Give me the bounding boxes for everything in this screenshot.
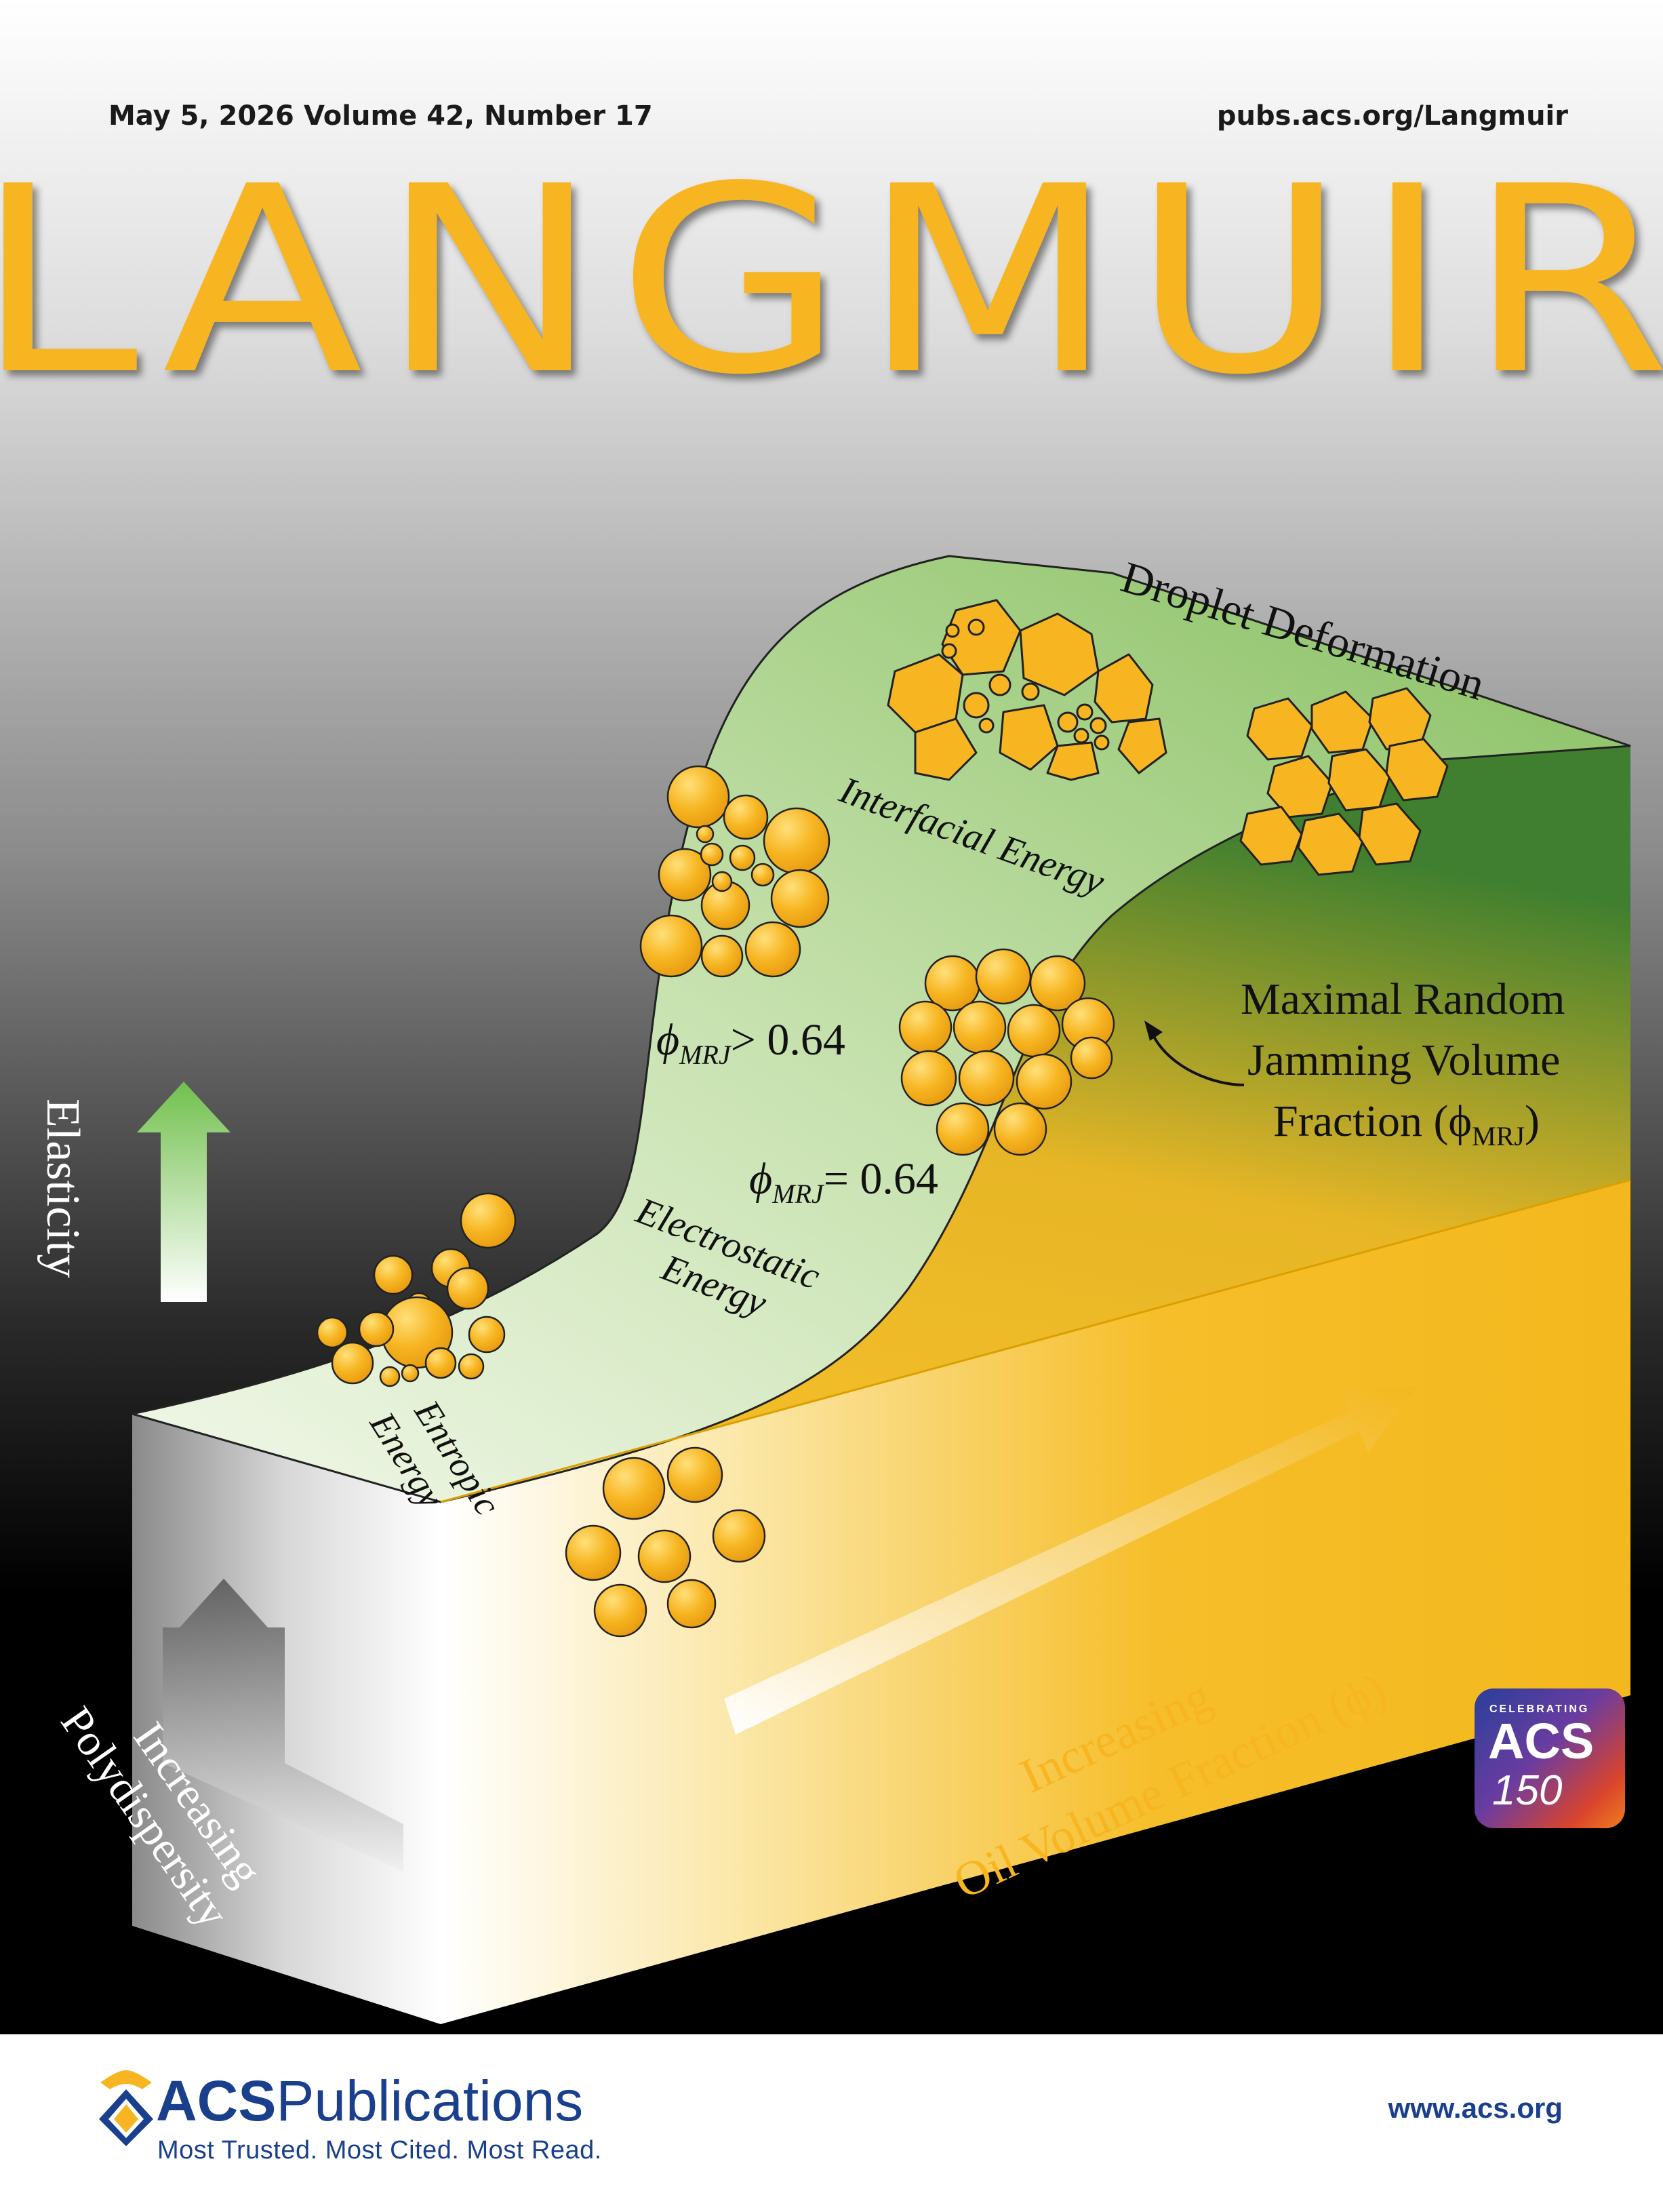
elasticity-arrow — [137, 1078, 231, 1302]
oil-fraction-arrow — [724, 1387, 1417, 1735]
droplets-deformed-monodisperse — [1239, 687, 1449, 876]
droplets-entropic — [565, 1446, 766, 1638]
droplets-deformed-polydisperse — [887, 599, 1167, 781]
label-mrj-line1: Maximal Random — [1241, 974, 1565, 1024]
block-front-face — [441, 1180, 1630, 2024]
top-surface — [132, 555, 1631, 1503]
polydispersity-arrow — [163, 1579, 403, 1872]
droplets-electrostatic — [316, 1192, 517, 1387]
acs-website-link[interactable]: www.acs.org — [1388, 2092, 1563, 2124]
journal-url[interactable]: pubs.acs.org/Langmuir — [1216, 100, 1568, 132]
block-side-face — [132, 1414, 441, 2024]
brand-tagline: Most Trusted. Most Cited. Most Read. — [157, 2136, 602, 2165]
issue-volume: Volume 42, Number 17 — [304, 100, 653, 132]
cover-illustration: Droplet Deformation Interfacial Energy ϕ… — [37, 553, 1631, 2024]
label-phi-greater: ϕMRJ> 0.64 — [656, 1015, 845, 1070]
droplets-mrj — [898, 948, 1115, 1156]
label-mrj-line2: Jamming Volume — [1247, 1035, 1560, 1085]
footer — [0, 2034, 1663, 2212]
acs-publications-brand[interactable]: ACSPublications — [156, 2069, 584, 2133]
droplets-polydisperse-packed — [639, 765, 830, 978]
issue-date: May 5, 2026 — [108, 100, 294, 132]
label-phi-equal: ϕMRJ= 0.64 — [749, 1154, 938, 1209]
acs-logo-icon — [99, 2070, 153, 2146]
acs150-badge: CELEBRATING ACS 150 — [1475, 1688, 1625, 1828]
label-mrj-line3: Fraction (ϕMRJ) — [1273, 1097, 1540, 1151]
mrj-pointer-arrow — [1151, 1033, 1245, 1086]
label-elasticity: Elasticity — [37, 1099, 89, 1278]
journal-title: LANGMUIR — [0, 131, 1663, 431]
